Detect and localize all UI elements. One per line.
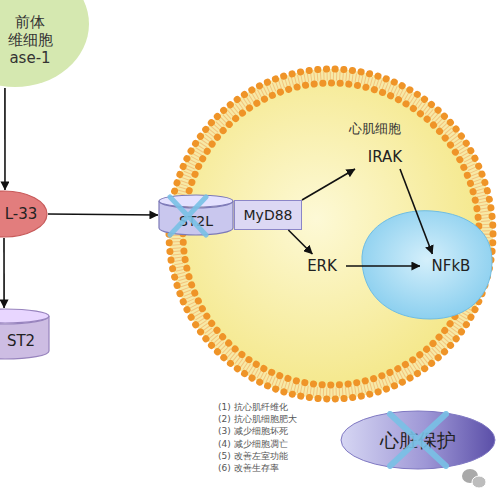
- list-item: (6) 改善生存率: [218, 462, 297, 474]
- list-item: (5) 改善左室功能: [218, 450, 297, 462]
- ligand-ellipse: L-33: [0, 190, 48, 238]
- signal-arrow: [3, 238, 5, 308]
- adaptor-box: MyD88: [234, 200, 302, 230]
- soluble-receptor: ST2: [0, 308, 50, 360]
- node-text: 心肌细胞: [330, 117, 420, 141]
- list-item: (4) 减少细胞凋亡: [218, 438, 297, 450]
- node-text: NFkB: [420, 254, 482, 278]
- node-text: ERK: [298, 254, 346, 278]
- kinase-label: ERK: [298, 254, 346, 278]
- effect-list: (1) 抗心肌纤维化(2) 抗心肌细胞肥大(3) 减少细胞坏死(4) 减少细胞凋…: [218, 401, 297, 474]
- watermark-icon: [462, 469, 486, 488]
- node-text: 前体 维细胞 ase-1: [0, 0, 62, 80]
- node-text: 心脏保护: [340, 410, 496, 470]
- list-item: (3) 减少细胞坏死: [218, 425, 297, 437]
- signal-arrow: [4, 88, 6, 190]
- node-text: L-33: [0, 190, 44, 238]
- node-text: ST2L: [158, 206, 234, 236]
- signal-arrow: [48, 214, 158, 215]
- kinase-label: IRAK: [355, 145, 415, 169]
- outcome-ellipse: 心脏保护: [340, 410, 496, 470]
- node-text: ST2: [0, 322, 44, 360]
- node-text: MyD88: [234, 200, 302, 230]
- transcription-factor: NFkB: [420, 254, 482, 278]
- list-item: (1) 抗心肌纤维化: [218, 401, 297, 413]
- source-ellipse: 前体 维细胞 ase-1: [0, 0, 90, 88]
- list-item: (2) 抗心肌细胞肥大: [218, 413, 297, 425]
- membrane-receptor: ST2L: [158, 194, 234, 236]
- node-text: IRAK: [355, 145, 415, 169]
